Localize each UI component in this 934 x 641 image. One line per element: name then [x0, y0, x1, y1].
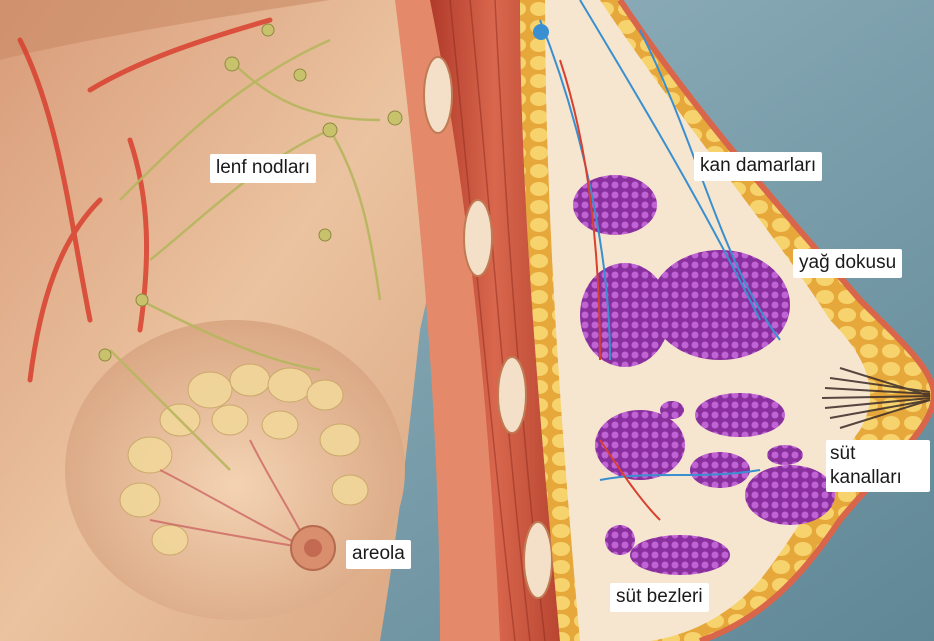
label-blood-vessels-text: kan damarları [700, 155, 816, 176]
label-areola: areola [346, 540, 411, 569]
label-milk-ducts: süt kanalları [826, 440, 930, 492]
label-milk-glands-text: süt bezleri [616, 586, 703, 607]
label-milk-ducts-line2: kanalları [830, 466, 926, 490]
nipple [304, 539, 322, 557]
label-milk-ducts-line1: süt [830, 442, 926, 466]
label-lymph-nodes: lenf nodları [210, 154, 316, 183]
label-milk-glands: süt bezleri [610, 583, 709, 612]
label-fat-tissue-text: yağ dokusu [799, 252, 896, 273]
label-fat-tissue: yağ dokusu [793, 249, 902, 278]
breast-mound [65, 320, 405, 620]
label-lymph-nodes-text: lenf nodları [216, 157, 310, 178]
label-areola-text: areola [352, 543, 405, 564]
label-blood-vessels: kan damarları [694, 152, 822, 181]
